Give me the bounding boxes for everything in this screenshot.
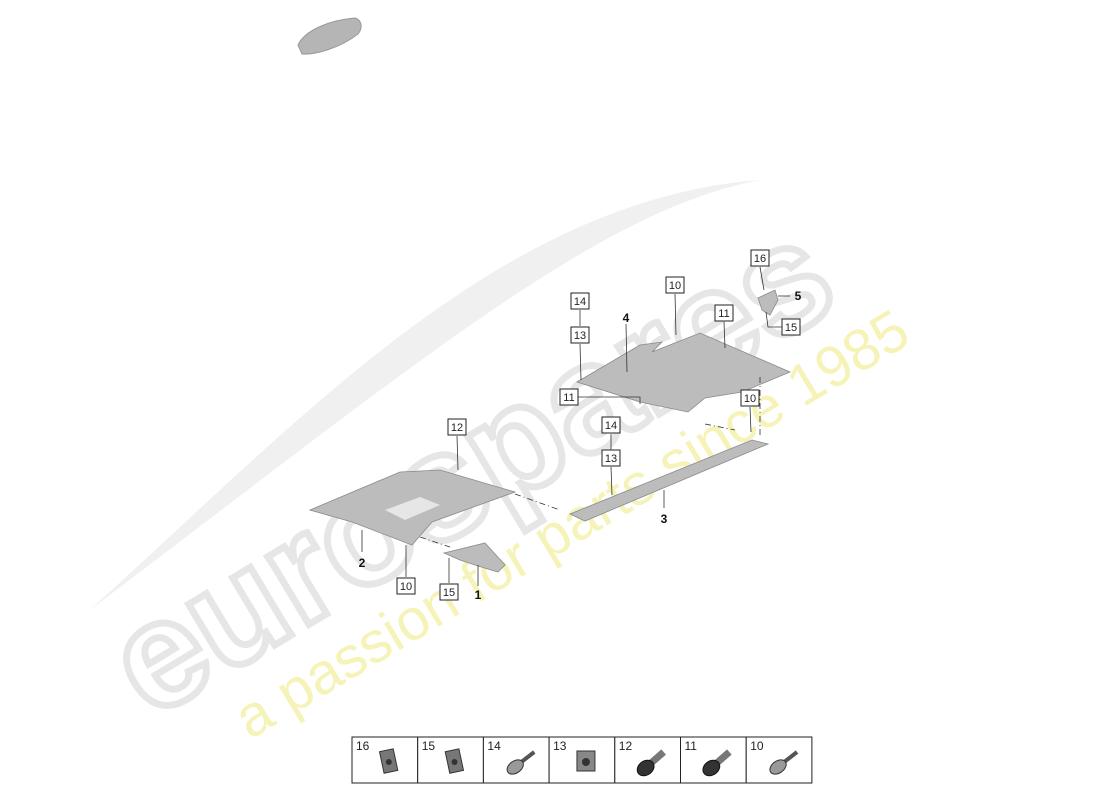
callout-15[interactable]: 15 xyxy=(781,318,801,336)
callout-13[interactable]: 13 xyxy=(601,449,621,467)
legend-cell-11[interactable]: 11 xyxy=(680,736,747,784)
expansion-rivet-icon xyxy=(702,749,732,777)
cage-nut-icon xyxy=(576,750,596,772)
legend-number: 10 xyxy=(750,739,764,753)
part-3-side-strip[interactable] xyxy=(569,439,770,522)
legend-number: 16 xyxy=(356,739,370,753)
expansion-rivet-icon xyxy=(636,749,666,777)
watermark-brand: eurospares xyxy=(80,187,860,748)
legend-cell-15[interactable]: 15 xyxy=(417,736,484,784)
part-number-5: 5 xyxy=(795,289,802,303)
svg-text:16: 16 xyxy=(754,253,766,265)
part-number-2: 2 xyxy=(359,556,366,570)
callout-16[interactable]: 16 xyxy=(750,249,770,267)
callout-11[interactable]: 11 xyxy=(714,304,734,322)
svg-text:10: 10 xyxy=(744,393,756,405)
legend-cell-12[interactable]: 12 xyxy=(614,736,681,784)
callout-10[interactable]: 10 xyxy=(665,276,685,294)
svg-text:14: 14 xyxy=(605,420,617,432)
callout-10[interactable]: 10 xyxy=(396,577,416,595)
part-4-underbody-panel[interactable] xyxy=(576,332,792,413)
leader-lines xyxy=(361,266,790,586)
car-silhouette-icon xyxy=(297,17,362,55)
svg-text:14: 14 xyxy=(574,296,586,308)
legend-number: 13 xyxy=(553,739,567,753)
callout-11[interactable]: 11 xyxy=(559,388,579,406)
svg-text:11: 11 xyxy=(718,308,729,320)
panel-cutout xyxy=(385,497,440,520)
legend-cell-13[interactable]: 13 xyxy=(548,736,616,784)
fastener-legend: 16 15 14 13 12 11 10 xyxy=(351,736,813,784)
legend-number: 11 xyxy=(685,739,698,753)
callout-14[interactable]: 14 xyxy=(601,416,621,434)
watermark: eurospares a passion for parts since 198… xyxy=(76,180,920,751)
part-1-bracket-cover[interactable] xyxy=(442,542,506,573)
legend-number: 15 xyxy=(422,739,436,753)
legend-cell-10[interactable]: 10 xyxy=(745,736,813,784)
svg-text:12: 12 xyxy=(451,422,463,434)
svg-text:15: 15 xyxy=(443,587,455,599)
legend-cell-16[interactable]: 16 xyxy=(351,736,419,784)
legend-number: 14 xyxy=(487,739,501,753)
svg-text:15: 15 xyxy=(785,322,797,334)
part-number-4: 4 xyxy=(623,311,630,325)
svg-text:10: 10 xyxy=(400,581,412,593)
callout-10[interactable]: 10 xyxy=(740,389,760,407)
screw-icon xyxy=(769,750,799,775)
part-number-1: 1 xyxy=(475,588,482,602)
callout-14[interactable]: 14 xyxy=(570,292,590,310)
part-number-3: 3 xyxy=(661,512,668,526)
svg-text:13: 13 xyxy=(574,330,586,342)
callout-13[interactable]: 13 xyxy=(570,326,590,344)
callout-15[interactable]: 15 xyxy=(439,583,459,601)
legend-cell-14[interactable]: 14 xyxy=(482,736,550,784)
clip-nut-icon xyxy=(378,748,399,774)
svg-text:10: 10 xyxy=(669,280,681,292)
screw-icon xyxy=(506,750,536,775)
part-5-bracket[interactable] xyxy=(757,289,779,316)
svg-text:11: 11 xyxy=(563,392,574,404)
clip-nut-icon xyxy=(444,748,465,774)
svg-text:13: 13 xyxy=(605,453,617,465)
legend-number: 12 xyxy=(619,739,633,753)
callout-12[interactable]: 12 xyxy=(447,418,467,436)
